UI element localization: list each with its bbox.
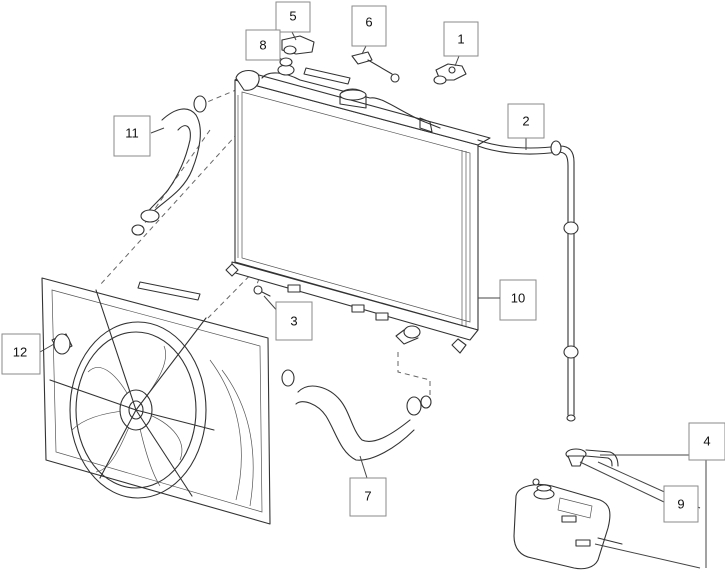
part-1-bracket [433, 55, 467, 85]
callout-5-text: 5 [289, 9, 296, 24]
callout-9: 9 [663, 485, 699, 523]
callout-10-text: 10 [511, 291, 525, 306]
callout-8: 8 [245, 29, 281, 61]
part-9-reservoir-cap [565, 448, 665, 503]
part-12-fan-shroud-assembly [39, 277, 271, 525]
callout-9-text: 9 [677, 497, 684, 512]
callout-labels: 1 2 3 4 5 6 7 8 [1, 1, 725, 523]
part-11-upper-hose [131, 95, 207, 236]
callout-1: 1 [443, 21, 479, 57]
part-4-coolant-reservoir [513, 454, 707, 570]
callout-6: 6 [351, 5, 387, 47]
callout-4: 4 [688, 422, 725, 461]
callout-4-text: 4 [703, 434, 710, 449]
part-7-lower-hose [281, 369, 432, 479]
callout-5: 5 [275, 1, 311, 33]
callout-7: 7 [349, 477, 387, 517]
part-8-rubber-mount [273, 51, 295, 76]
part-5-bracket [281, 31, 315, 55]
callout-6-text: 6 [365, 15, 372, 30]
callout-8-text: 8 [259, 38, 266, 53]
callout-12-text: 12 [13, 345, 27, 360]
part-6-drain-plug [351, 45, 400, 83]
callout-1-text: 1 [457, 32, 464, 47]
part-2-overflow-hose [477, 138, 579, 422]
callout-7-text: 7 [364, 489, 371, 504]
callout-10: 10 [499, 279, 537, 321]
callout-11: 11 [113, 115, 151, 157]
callout-12: 12 [1, 333, 41, 375]
seal-strips [137, 67, 351, 301]
radiator [225, 69, 491, 354]
callout-11-text: 11 [125, 126, 139, 141]
callout-3: 3 [275, 301, 313, 341]
callout-3-text: 3 [290, 314, 297, 329]
callout-2-text: 2 [522, 114, 529, 129]
callout-2: 2 [507, 103, 545, 139]
